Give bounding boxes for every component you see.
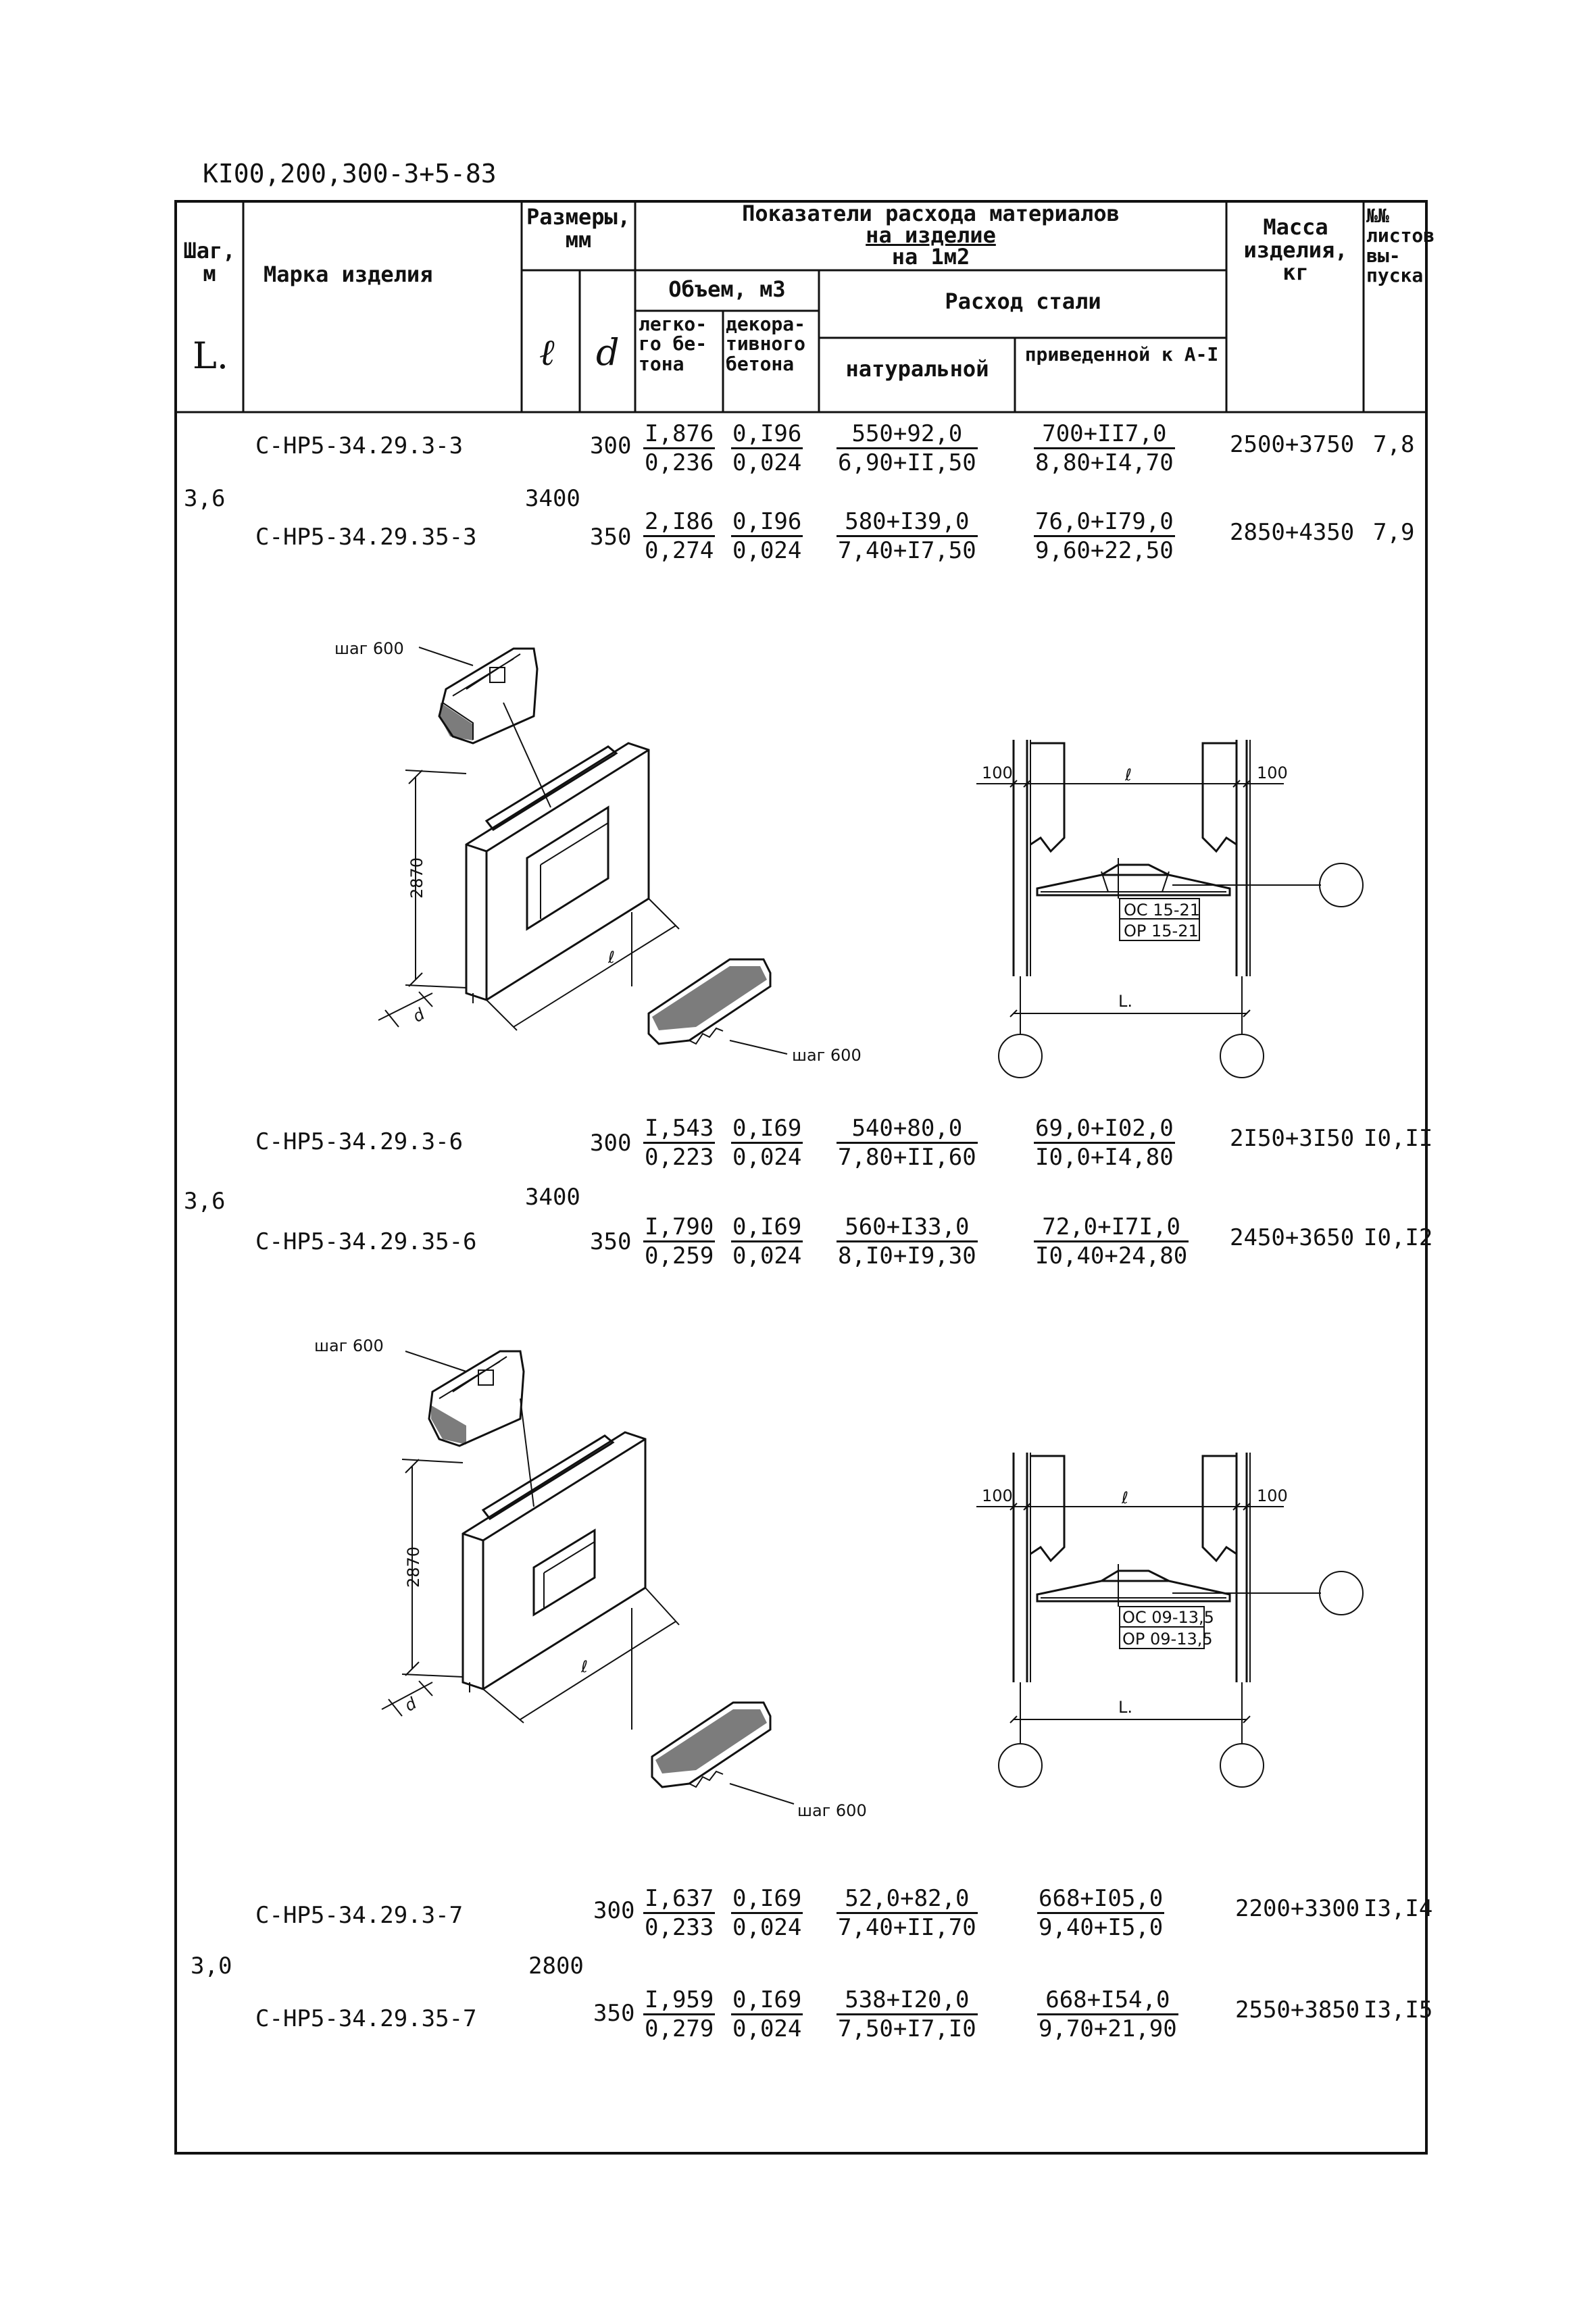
svg-text:L.: L. [1118,992,1132,1011]
table-frame [174,200,1428,2155]
height-dim-label: 2870 [404,1546,423,1588]
svg-text:ℓ: ℓ [1121,1488,1128,1507]
group-step: 3,6 [184,1188,226,1215]
header-per-item: на изделие [866,222,996,248]
step-label: шаг 600 [792,1046,862,1065]
sheet-value: I0,II [1364,1125,1433,1152]
rebar-tag: ОР 15-21 [1124,922,1199,940]
header-size-l: ℓ [539,331,555,374]
svg-text:ℓ: ℓ [607,948,615,967]
step-label: шаг 600 [334,639,404,658]
table-row-d: 350 [590,524,632,551]
edge-dim-label: 100 [982,1486,1013,1505]
header-consumption: Показатели расхода материалов [742,201,1120,226]
table-row-d: 300 [593,1897,635,1924]
mass-value: 2850+4350 [1230,519,1355,546]
rebar-tag: ОС 09-13,5 [1122,1608,1214,1627]
header-sheets: №№ листов вы-пуска [1366,205,1435,287]
header-per-m2: на 1м2 [891,244,970,270]
svg-text:ℓ: ℓ [1124,765,1132,784]
table-row-mark: С-НР5-34.29.3-3 [255,432,464,459]
group-length: 3400 [525,1184,580,1211]
table-row-mark: С-НР5-34.29.3-6 [255,1128,464,1155]
header-steel-natural: натуральной [845,356,989,382]
svg-text:ℓ: ℓ [580,1657,588,1676]
table-row-d: 350 [593,2000,635,2027]
header-steel: Расход стали [945,288,1101,314]
step-label: шаг 600 [797,1801,867,1820]
edge-dim-label: 100 [982,763,1013,782]
header-mass: Масса изделия, кг [1243,214,1348,286]
rebar-tag: ОС 15-21 [1124,901,1200,920]
table-row-mark: С-НР5-34.29.3-7 [255,1902,464,1929]
sheet-value: I3,I5 [1364,1996,1433,2023]
group-step: 3,6 [184,485,226,512]
table-row-d: 350 [590,1228,632,1255]
mass-value: 2200+3300 [1235,1895,1360,1922]
sheet-value: 7,8 [1373,431,1415,458]
edge-dim-label: 100 [1257,763,1288,782]
header-volume: Объем, м3 [668,276,786,302]
header-decor-concrete: декора-тивного бетона [726,313,806,375]
sheet-value: I0,I2 [1364,1224,1433,1251]
sheet-value: 7,9 [1373,519,1415,546]
group-step: 3,0 [191,1953,232,1980]
mass-value: 2500+3750 [1230,431,1355,458]
header-mark: Марка изделия [264,261,433,287]
mass-value: 2550+3850 [1235,1996,1360,2023]
sheet-value: I3,I4 [1364,1895,1433,1922]
table-row-mark: С-НР5-34.29.35-3 [255,524,477,551]
table-row-mark: С-НР5-34.29.35-6 [255,1228,477,1255]
svg-text:L.: L. [1118,1698,1132,1717]
step-label: шаг 600 [314,1336,384,1355]
header-sizes: Размеры, мм [526,204,631,253]
table-row-mark: С-НР5-34.29.35-7 [255,2005,477,2032]
mass-value: 2450+3650 [1230,1224,1355,1251]
mass-value: 2I50+3I50 [1230,1125,1355,1152]
group-length: 2800 [528,1953,584,1980]
document-code: KI00,200,300-3+5-83 [203,159,497,188]
group-length: 3400 [525,485,580,512]
height-dim-label: 2870 [407,857,426,899]
header-step: Шаг, м [183,238,236,286]
table-row-d: 300 [590,432,632,459]
table-row-d: 300 [590,1130,632,1157]
header-light-concrete: легко-го бе-тона [639,313,707,375]
header-step-symbol: L. [193,334,229,377]
rebar-tag: ОР 09-13,5 [1122,1630,1213,1649]
edge-dim-label: 100 [1257,1486,1288,1505]
header-steel-reduced: приведенной к А-I [1024,343,1219,366]
header-size-d: d [596,331,620,374]
